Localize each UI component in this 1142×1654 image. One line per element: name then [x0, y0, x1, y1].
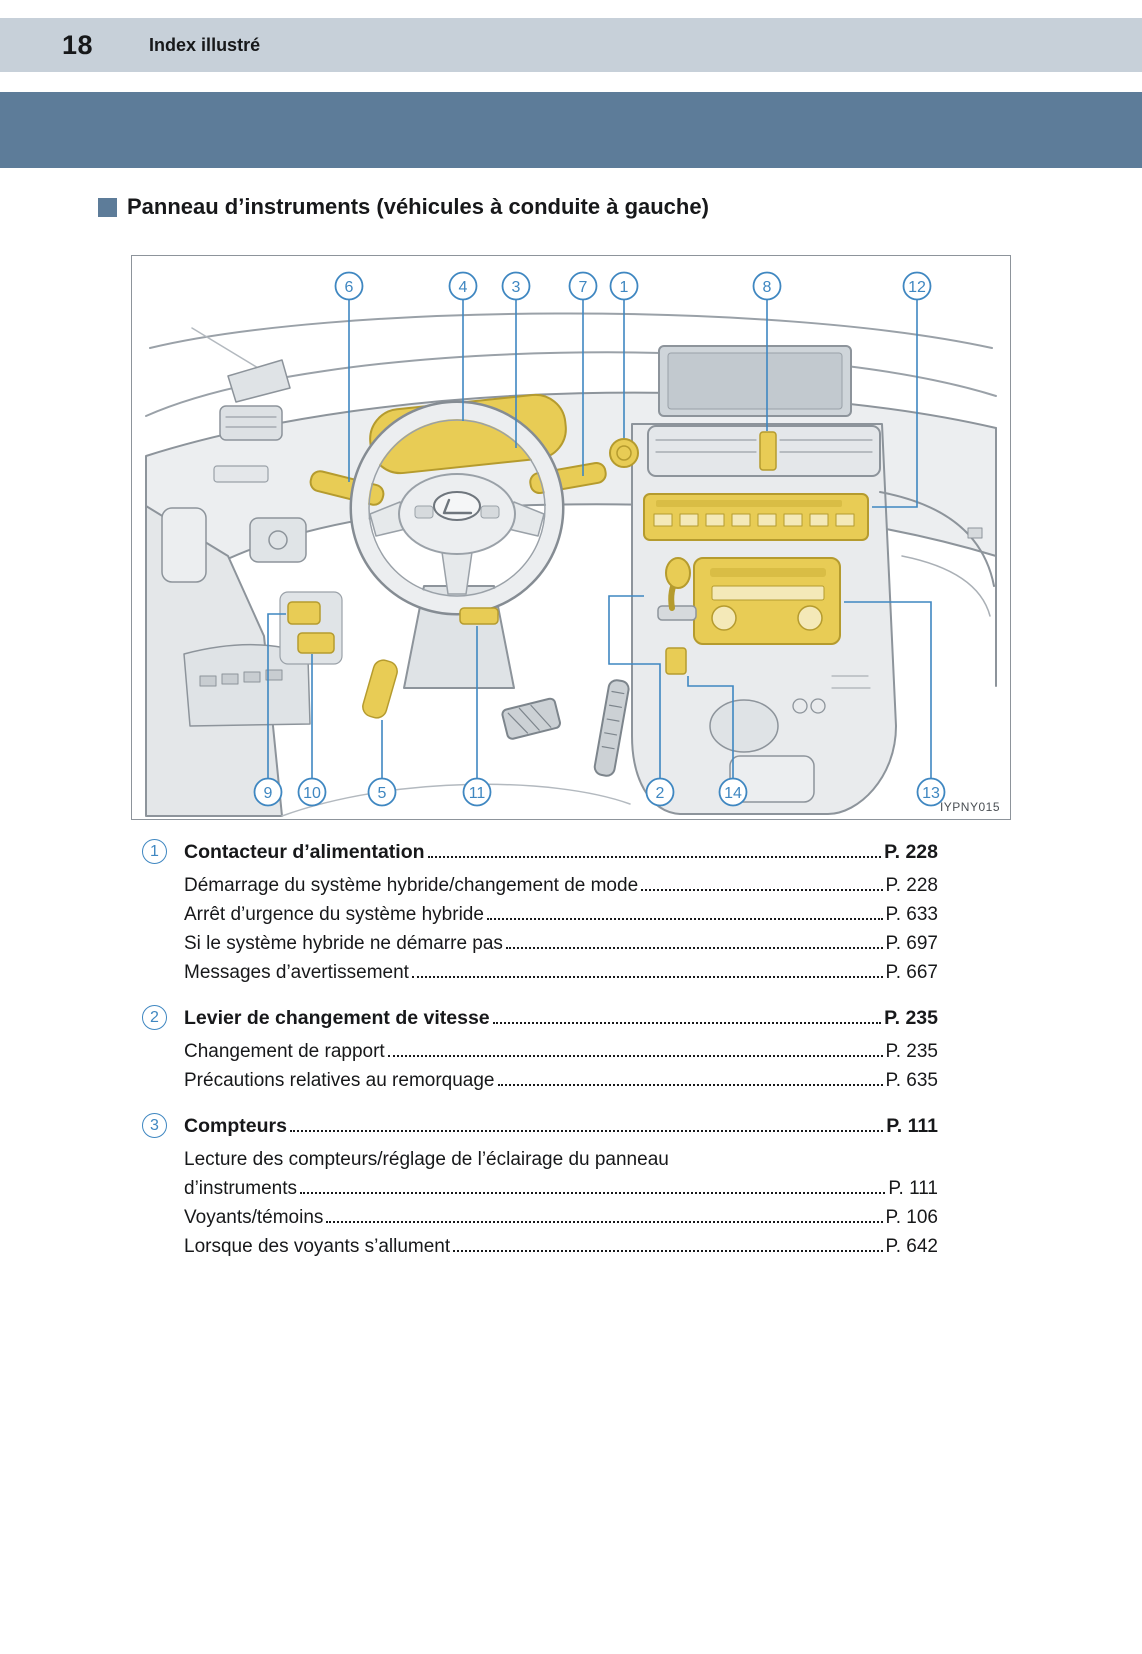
dashboard-figure: 6 4 3 7 1 8 12 9 10 5 11 2 14 13 IYPNY01… [131, 255, 1011, 820]
callout-11: 11 [462, 777, 492, 807]
svg-text:3: 3 [512, 279, 521, 296]
callout-8: 8 [752, 271, 782, 301]
svg-text:4: 4 [459, 279, 468, 296]
dot-leader [411, 965, 883, 978]
entry-number-badge: 3 [142, 1113, 167, 1138]
callout-lines [267, 300, 932, 778]
entry-number-badge: 1 [142, 839, 167, 864]
index-entry: 3 Compteurs P. 111 [140, 1112, 938, 1141]
svg-text:5: 5 [378, 785, 387, 802]
callout-13: 13 [916, 777, 946, 807]
dot-leader [492, 1011, 882, 1024]
svg-text:9: 9 [264, 785, 273, 802]
svg-text:6: 6 [345, 279, 354, 296]
dashboard-illustration: 6 4 3 7 1 8 12 9 10 5 11 2 14 13 [145, 271, 997, 817]
callout-3: 3 [501, 271, 531, 301]
section-title: Panneau d’instruments (véhicules à condu… [127, 194, 709, 219]
entry-page-ref: P. 228 [884, 841, 938, 863]
subentry-label: Lecture des compteurs/réglage de l’éclai… [184, 1149, 669, 1170]
svg-text:10: 10 [303, 785, 321, 802]
callout-4: 4 [448, 271, 478, 301]
illustrated-index: 1 Contacteur d’alimentation P. 228 Démar… [140, 838, 938, 1278]
subentry-label: Voyants/témoins [184, 1207, 324, 1228]
dot-leader [326, 1210, 883, 1223]
dot-leader [453, 1239, 883, 1252]
callout-9: 9 [253, 777, 283, 807]
figure-code: IYPNY015 [939, 800, 1000, 814]
subentry-label: Lorsque des voyants s’allument [184, 1236, 451, 1257]
subentry-label: Changement de rapport [184, 1041, 385, 1062]
index-subentry: Si le système hybride ne démarre pas P. … [140, 929, 938, 958]
subentry-page-ref: P. 111 [888, 1178, 938, 1199]
subentry-page-ref: P. 642 [885, 1236, 938, 1257]
chapter-title: Index illustré [149, 34, 261, 55]
callout-1: 1 [609, 271, 639, 301]
index-group-2: 2 Levier de changement de vitesse P. 235… [140, 1004, 938, 1095]
section-bullet [98, 197, 117, 217]
index-subentry: Lorsque des voyants s’allument P. 642 [140, 1232, 938, 1261]
subentry-page-ref: P. 235 [885, 1041, 938, 1062]
callouts: 6 4 3 7 1 8 12 9 10 5 11 2 14 13 [253, 271, 946, 807]
callout-6: 6 [334, 271, 364, 301]
entry-title: Contacteur d’alimentation [184, 841, 425, 863]
index-group-3: 3 Compteurs P. 111 Lecture des compteurs… [140, 1112, 938, 1261]
index-subentry: Lecture des compteurs/réglage de l’éclai… [140, 1145, 938, 1174]
dot-leader [387, 1044, 883, 1057]
callout-12: 12 [902, 271, 932, 301]
entry-title: Levier de changement de vitesse [184, 1007, 490, 1029]
subentry-page-ref: P. 697 [885, 933, 938, 954]
entry-page-ref: P. 235 [884, 1007, 938, 1029]
callout-7: 7 [568, 271, 598, 301]
subentry-label: Arrêt d’urgence du système hybride [184, 904, 484, 925]
index-subentry: Changement de rapport P. 235 [140, 1037, 938, 1066]
index-subentry: d’instruments P. 111 [140, 1174, 938, 1203]
page-number: 18 [62, 29, 94, 60]
svg-text:12: 12 [908, 279, 926, 296]
section-heading: Panneau d’instruments (véhicules à condu… [98, 194, 709, 220]
index-subentry: Précautions relatives au remorquage P. 6… [140, 1066, 938, 1095]
dot-leader [289, 1119, 884, 1132]
subentry-label: Démarrage du système hybride/changement … [184, 875, 639, 896]
entry-number-badge: 2 [142, 1005, 167, 1030]
dot-leader [505, 936, 883, 949]
subentry-label: d’instruments [184, 1178, 297, 1199]
dot-leader [497, 1073, 883, 1086]
svg-text:2: 2 [656, 785, 665, 802]
callout-10: 10 [297, 777, 327, 807]
svg-text:11: 11 [469, 785, 486, 802]
index-subentry: Arrêt d’urgence du système hybride P. 63… [140, 900, 938, 929]
subentry-label: Précautions relatives au remorquage [184, 1070, 495, 1091]
dot-leader [486, 907, 883, 920]
entry-title: Compteurs [184, 1115, 287, 1137]
dot-leader [427, 845, 882, 858]
svg-text:8: 8 [763, 279, 772, 296]
index-subentry: Voyants/témoins P. 106 [140, 1203, 938, 1232]
dot-leader [641, 878, 883, 891]
callout-5: 5 [367, 777, 397, 807]
header-accent-band [0, 92, 1142, 168]
index-group-1: 1 Contacteur d’alimentation P. 228 Démar… [140, 838, 938, 987]
callout-2: 2 [645, 777, 675, 807]
page-header-bar: 18 Index illustré [0, 18, 1142, 72]
subentry-label: Si le système hybride ne démarre pas [184, 933, 503, 954]
svg-text:7: 7 [579, 279, 588, 296]
subentry-page-ref: P. 635 [885, 1070, 938, 1091]
subentry-page-ref: P. 667 [885, 962, 938, 983]
index-subentry: Démarrage du système hybride/changement … [140, 871, 938, 900]
index-entry: 2 Levier de changement de vitesse P. 235 [140, 1004, 938, 1033]
svg-text:14: 14 [724, 785, 742, 802]
subentry-page-ref: P. 228 [885, 875, 938, 896]
dashboard-drawing [145, 312, 997, 817]
dot-leader [300, 1181, 886, 1194]
index-entry: 1 Contacteur d’alimentation P. 228 [140, 838, 938, 867]
callout-14: 14 [718, 777, 748, 807]
svg-text:13: 13 [922, 785, 940, 802]
subentry-page-ref: P. 633 [885, 904, 938, 925]
entry-page-ref: P. 111 [886, 1115, 938, 1137]
index-subentry: Messages d’avertissement P. 667 [140, 958, 938, 987]
svg-text:1: 1 [620, 279, 629, 296]
subentry-label: Messages d’avertissement [184, 962, 409, 983]
subentry-page-ref: P. 106 [885, 1207, 938, 1228]
